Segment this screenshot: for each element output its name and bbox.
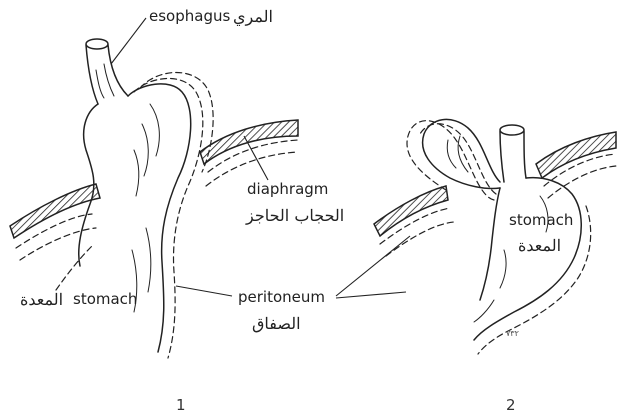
- fig2-stomach-folds: [447, 136, 548, 322]
- label-esophagus-ar: المري: [233, 9, 273, 25]
- fig1-esophagus-opening: [86, 39, 108, 49]
- label-fig2-stomach-ar: المعدة: [518, 238, 561, 254]
- label-stomach-ar: المعدة: [20, 292, 63, 308]
- label-peritoneum-en: peritoneum: [238, 290, 325, 305]
- fig2-hernia-pouch: [423, 119, 500, 188]
- leader-peritoneum-2b: [336, 292, 406, 298]
- label-peritoneum-ar: الصفاق: [252, 316, 301, 332]
- leader-esophagus: [111, 18, 146, 64]
- fig2-esophagus-right: [524, 131, 526, 178]
- leader-diaphragm: [244, 136, 268, 180]
- fig1-stomach-outline: [128, 84, 191, 352]
- label-diaphragm-en: diaphragm: [247, 182, 328, 197]
- figure-number-2: 2: [506, 398, 516, 413]
- fig1-stomach-folds: [96, 64, 159, 312]
- leader-peritoneum-1: [176, 286, 232, 296]
- fig1-esophagus-left: [86, 45, 98, 104]
- fig2-esophagus-left: [500, 131, 504, 182]
- leader-peritoneum-2a: [336, 236, 410, 296]
- page-mark: ۷۳۲: [506, 330, 519, 338]
- label-fig2-stomach-en: stomach: [509, 213, 573, 228]
- fig2-diaphragm-right: [536, 132, 616, 178]
- figure-number-1: 1: [176, 398, 186, 413]
- figure-2-drawing: [374, 119, 616, 340]
- label-stomach-en: stomach: [73, 292, 137, 307]
- label-esophagus-en: esophagus: [149, 9, 230, 24]
- fig2-esophagus-opening: [500, 125, 524, 135]
- label-diaphragm-ar: الحجاب الحاجز: [246, 208, 344, 224]
- fig2-stomach-inner: [480, 188, 500, 300]
- figure-1-drawing: [10, 39, 298, 358]
